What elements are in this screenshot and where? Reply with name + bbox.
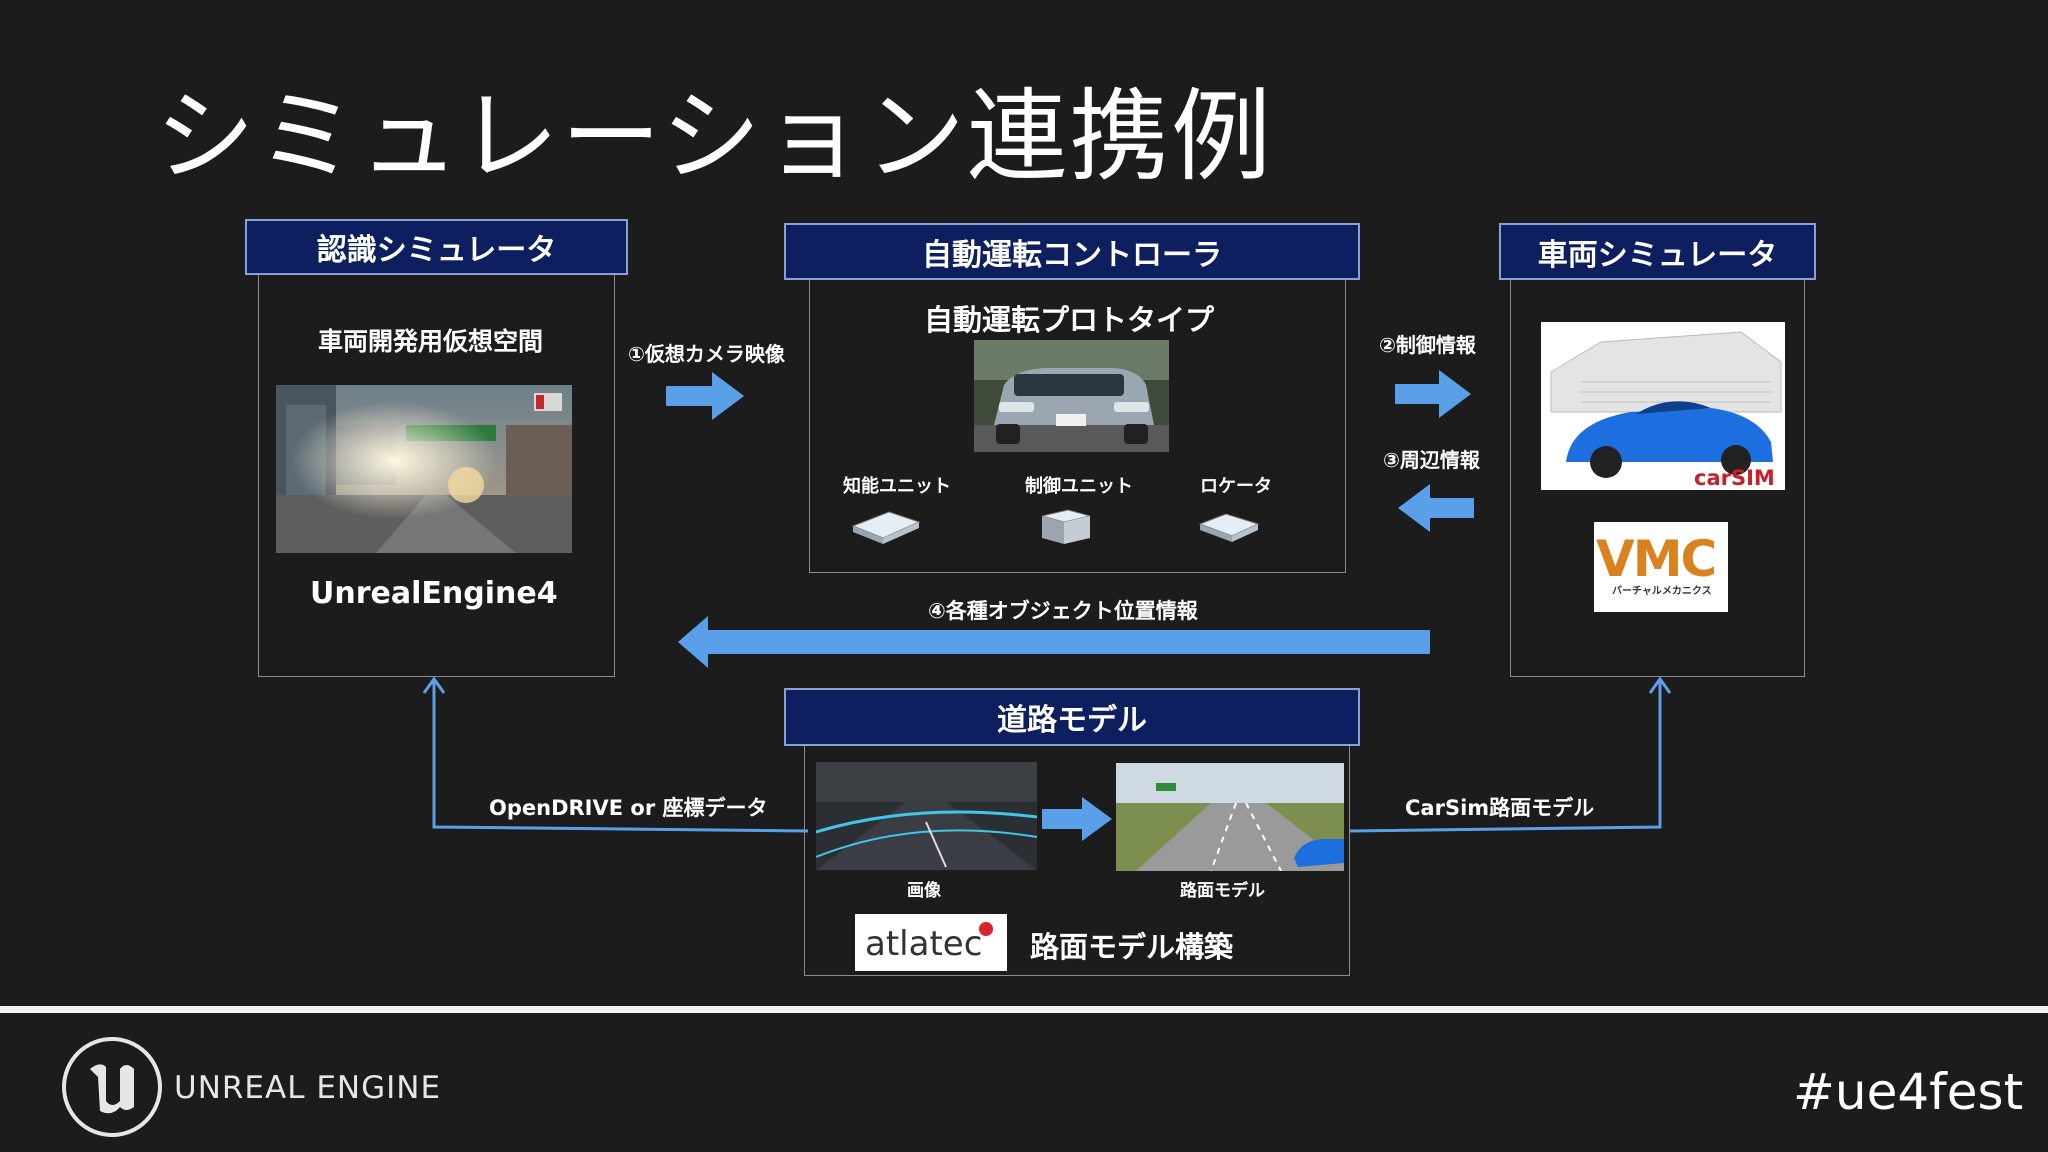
unit-label-control: 制御ユニット xyxy=(1025,476,1133,497)
footer-hashtag: #ue4fest xyxy=(1793,1063,2024,1121)
flow-carsim-road-label: CarSim路面モデル xyxy=(1405,796,1595,820)
ue4-screenshot xyxy=(276,385,572,553)
footer xyxy=(0,1013,2048,1152)
footer-divider xyxy=(0,1006,2048,1013)
opendrive-connector xyxy=(422,676,809,833)
carsim-image xyxy=(1541,322,1785,490)
vehicle-header: 車両シミュレータ xyxy=(1499,223,1816,280)
flow-control-label: ②制御情報 xyxy=(1379,333,1476,357)
carsim-road-connector xyxy=(1349,676,1672,833)
ue4-label: UnrealEngine4 xyxy=(310,576,558,611)
page-title: シミュレーション連携例 xyxy=(155,78,1273,195)
perception-header: 認識シミュレータ xyxy=(245,219,628,275)
unit-label-locator: ロケータ xyxy=(1200,476,1272,497)
road-surface-caption: 路面モデル xyxy=(1180,881,1265,901)
road-header: 道路モデル xyxy=(784,688,1360,746)
prototype-car-photo xyxy=(974,340,1169,452)
locator-icon xyxy=(1198,513,1260,542)
flow-camera-label: ①仮想カメラ映像 xyxy=(628,342,785,366)
control-unit-icon xyxy=(1041,509,1091,544)
vmc-logo-text: VMC xyxy=(1596,530,1717,588)
flow-objects-label: ④各種オブジェクト位置情報 xyxy=(928,599,1198,623)
vmc-logo-subtitle: バーチャルメカニクス xyxy=(1612,586,1712,597)
unreal-engine-logo-icon xyxy=(62,1037,162,1137)
vmc-logo: VMC バーチャルメカニクス xyxy=(1594,522,1728,612)
carsim-logo: carSIM xyxy=(1694,466,1775,490)
flow-surround-label: ③周辺情報 xyxy=(1383,448,1480,472)
camera-arrow xyxy=(666,372,744,420)
control-arrow xyxy=(1395,370,1471,418)
atlatec-logo: atlatec xyxy=(855,914,1007,971)
intelligence-unit-icon xyxy=(851,511,921,544)
atlatec-dot-icon xyxy=(979,922,993,936)
camera-image xyxy=(816,762,1037,870)
perception-subtitle: 車両開発用仮想空間 xyxy=(318,327,544,356)
controller-subtitle: 自動運転プロトタイプ xyxy=(924,303,1215,337)
camera-image-caption: 画像 xyxy=(907,881,941,901)
road-build-label: 路面モデル構築 xyxy=(1030,930,1234,964)
footer-brand: UNREAL ENGINE xyxy=(174,1070,442,1106)
surround-arrow xyxy=(1398,484,1474,532)
road-conversion-arrow xyxy=(1042,797,1112,841)
atlatec-logo-text: atlatec xyxy=(865,924,983,964)
controller-header: 自動運転コントローラ xyxy=(784,223,1360,280)
flow-opendrive-label: OpenDRIVE or 座標データ xyxy=(489,796,768,820)
road-surface-image xyxy=(1116,763,1344,871)
objects-arrow xyxy=(678,616,1430,668)
unit-label-intelligence: 知能ユニット xyxy=(843,476,951,497)
